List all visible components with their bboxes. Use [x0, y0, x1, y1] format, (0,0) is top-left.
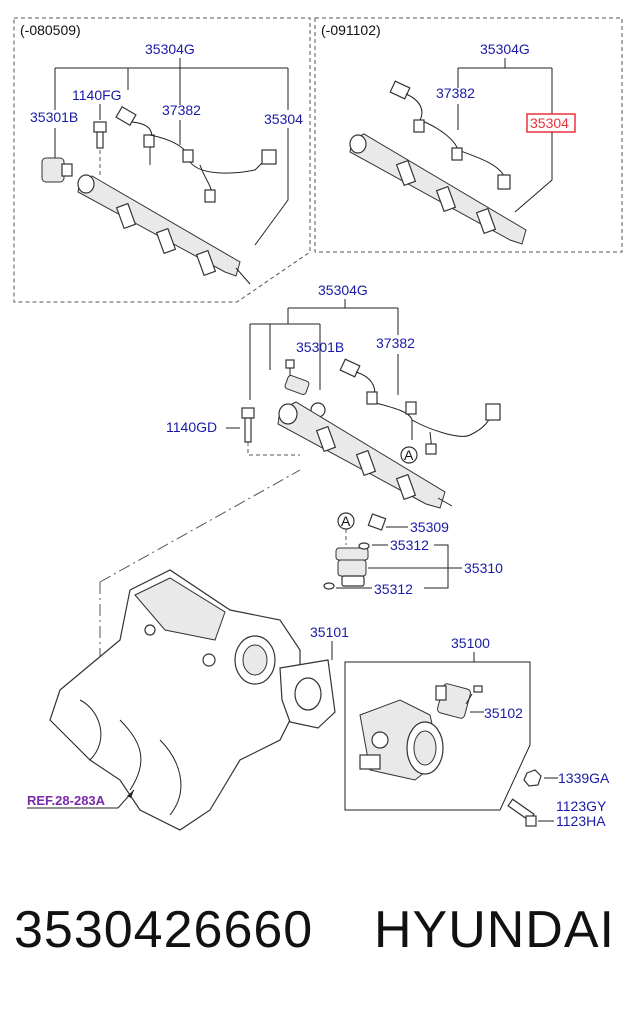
brand-name: HYUNDAI: [373, 901, 615, 959]
label-1123HA[interactable]: 1123HA: [556, 813, 606, 829]
manifold-reference-link[interactable]: REF.28-283A: [27, 793, 106, 808]
bolt-1140FG-icon: [93, 121, 107, 149]
left-variant-panel: (-080509) 35304G 1140FG 35301B 37382 353…: [13, 17, 311, 303]
right-label-37382[interactable]: 37382: [436, 85, 475, 101]
label-35102[interactable]: 35102: [484, 705, 523, 721]
injector-group: A 35309 35312 35312 35310: [323, 512, 503, 597]
left-panel-date-range: (-080509): [20, 22, 81, 38]
callout-A-lower-label: A: [341, 513, 351, 529]
o-ring-upper-icon: [358, 542, 370, 550]
throttle-body-group: 35100 35102 1339GA 1123GY: [344, 635, 610, 829]
main-label-35304G[interactable]: 35304G: [318, 282, 368, 298]
left-fuel-rail-icon: [77, 174, 251, 285]
throttle-body-icon: [359, 699, 444, 781]
label-1339GA[interactable]: 1339GA: [558, 770, 610, 786]
label-35312-upper[interactable]: 35312: [390, 537, 429, 553]
parts-diagram: (-080509) 35304G 1140FG 35301B 37382 353…: [13, 17, 623, 831]
bolt-1123GY-icon: [507, 798, 537, 827]
right-label-35304G[interactable]: 35304G: [480, 41, 530, 57]
highlighted-part-frame: [526, 113, 576, 133]
label-35309[interactable]: 35309: [410, 519, 449, 535]
left-label-35304[interactable]: 35304: [264, 111, 303, 127]
pressure-sensor-icon: [41, 157, 73, 183]
main-wiring-harness-icon: [339, 358, 501, 455]
right-panel-date-range: (-091102): [321, 22, 381, 38]
right-label-35304-highlighted[interactable]: 35304: [530, 115, 569, 131]
label-35101[interactable]: 35101: [310, 624, 349, 640]
right-variant-panel: (-091102) 35304G 37382 35304: [314, 17, 623, 253]
label-35310[interactable]: 35310: [464, 560, 503, 576]
injector-clip-icon: [367, 513, 387, 531]
label-35312-lower[interactable]: 35312: [374, 581, 413, 597]
left-label-37382[interactable]: 37382: [162, 102, 201, 118]
fuel-injector-icon: [335, 547, 369, 587]
right-fuel-rail-icon: [349, 133, 527, 245]
left-label-35304G[interactable]: 35304G: [145, 41, 195, 57]
label-1123GY[interactable]: 1123GY: [556, 798, 607, 814]
intake-manifold: REF.28-283A: [27, 469, 301, 831]
throttle-position-sensor-icon: [435, 683, 472, 719]
tps-screw-icon: [465, 685, 483, 705]
left-wiring-harness-icon: [115, 105, 277, 203]
label-35100[interactable]: 35100: [451, 635, 490, 651]
main-label-1140GD[interactable]: 1140GD: [166, 419, 217, 435]
main-fuel-rail-assembly: 35304G 35301B 37382 1140GD A: [166, 282, 501, 509]
callout-A-upper: [400, 446, 418, 464]
left-label-35301B[interactable]: 35301B: [30, 109, 78, 125]
callout-A-upper-label: A: [404, 447, 414, 463]
main-fuel-rail-icon: [277, 401, 453, 509]
bolt-1140GD-icon: [241, 407, 255, 443]
nut-1339GA-icon: [523, 769, 542, 787]
left-label-1140FG[interactable]: 1140FG: [72, 87, 122, 103]
throttle-assembly-frame: [344, 661, 531, 811]
main-label-35301B[interactable]: 35301B: [296, 339, 344, 355]
main-label-37382[interactable]: 37382: [376, 335, 415, 351]
footer: 3530426660 HYUNDAI: [0, 900, 631, 980]
throttle-gasket: 35101: [279, 624, 349, 729]
right-wiring-harness-icon: [389, 80, 511, 190]
o-ring-lower-icon: [323, 582, 335, 590]
part-number: 3530426660: [14, 901, 314, 959]
